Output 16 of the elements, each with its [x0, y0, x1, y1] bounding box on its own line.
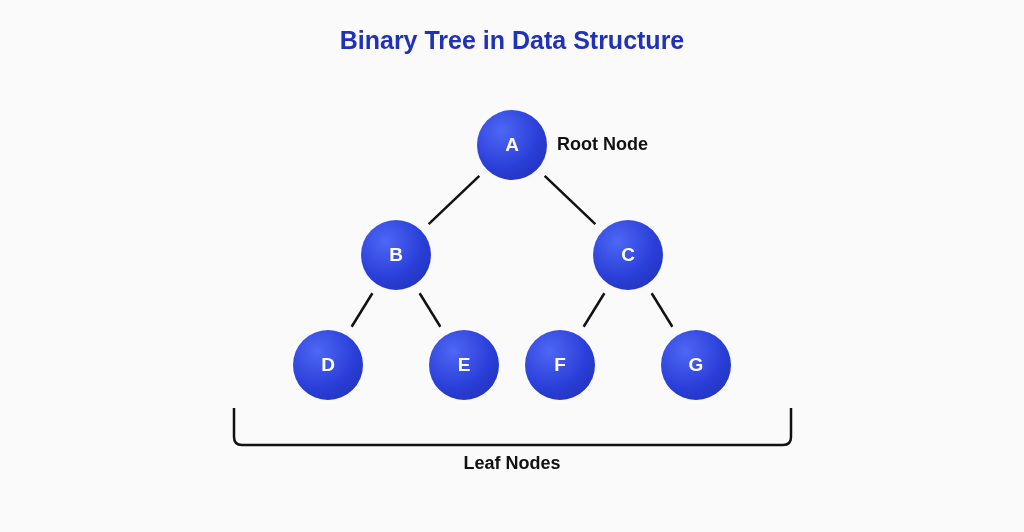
tree-node-circle: A [477, 110, 547, 180]
tree-branch-line [427, 175, 481, 225]
tree-branch-line [418, 292, 442, 328]
node-caption: Root Node [557, 134, 648, 155]
tree-node-circle: B [361, 220, 431, 290]
tree-node-circle: D [293, 330, 363, 400]
tree-branch-line [582, 292, 606, 328]
diagram-title: Binary Tree in Data Structure [339, 26, 685, 55]
tree-node-circle: F [525, 330, 595, 400]
bracket-label: Leaf Nodes [463, 453, 561, 474]
tree-node-circle: C [593, 220, 663, 290]
tree-branch-line [650, 292, 674, 328]
tree-node-circle: E [429, 330, 499, 400]
tree-node-circle: G [661, 330, 731, 400]
tree-branch-line [543, 175, 597, 225]
tree-branch-line [350, 292, 374, 328]
